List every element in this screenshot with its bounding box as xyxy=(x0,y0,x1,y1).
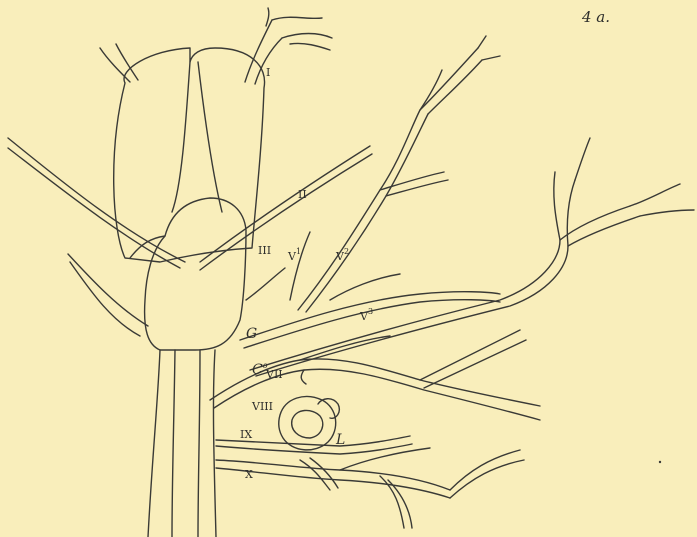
label-II: II xyxy=(298,188,307,201)
label-IX: IX xyxy=(240,428,252,441)
label-L: L xyxy=(335,432,345,448)
auditory-capsule xyxy=(279,396,340,449)
cerebral-hemispheres xyxy=(114,48,265,262)
trigeminal-nerves xyxy=(246,36,500,312)
label-VII: VII xyxy=(265,368,283,381)
optic-lobes xyxy=(145,198,246,350)
speck xyxy=(659,461,661,463)
label-V2: V2 xyxy=(335,247,349,263)
spinal-cord xyxy=(148,350,216,537)
label-X: X xyxy=(245,468,253,481)
figure-number: 4 a. xyxy=(581,8,610,26)
label-V3: V3 xyxy=(359,307,373,323)
olfactory-tracts xyxy=(100,8,332,84)
label-VIII: VIII xyxy=(251,400,273,413)
label-G: G xyxy=(246,326,257,342)
maxillary-mandibular-branches xyxy=(240,138,694,376)
label-I: I xyxy=(266,66,270,79)
glossopharyngeal-vagus-nerves xyxy=(216,436,524,528)
labels: 4 a. I II III V1 V2 V3 G Co VII VIII IX … xyxy=(240,8,610,481)
optic-nerves xyxy=(8,138,372,336)
label-III: III xyxy=(258,244,271,257)
